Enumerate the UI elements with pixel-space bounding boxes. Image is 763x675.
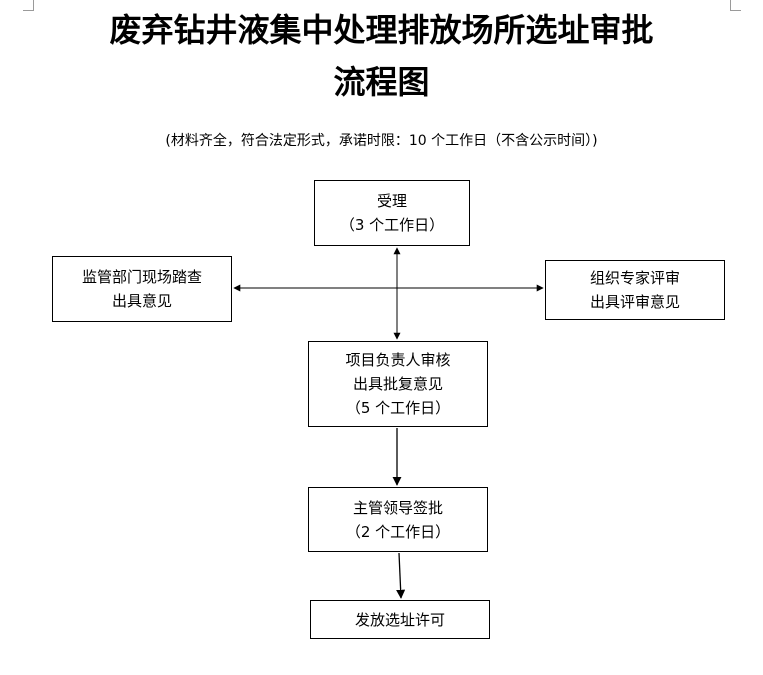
node-expert-review-output: 出具评审意见 [589, 293, 680, 311]
page-corner-mark-right [730, 0, 741, 11]
page-corner-mark-left [23, 0, 34, 11]
node-site-inspection-label: 监管部门现场踏查 [81, 268, 202, 286]
node-issue-permit-label: 发放选址许可 [354, 610, 445, 629]
node-leader-approval-duration: （2 个工作日） [345, 522, 451, 541]
node-project-review: 项目负责人审核 出具批复意见 （5 个工作日） [308, 341, 488, 427]
node-project-review-label: 项目负责人审核 [345, 351, 451, 369]
node-issue-permit: 发放选址许可 [310, 600, 490, 639]
connector-leader-issue [396, 552, 406, 599]
node-expert-review: 组织专家评审 出具评审意见 [545, 260, 725, 320]
node-accept-label: 受理 [376, 192, 407, 210]
diagram-title-line2: 流程图 [333, 63, 430, 101]
node-site-inspection: 监管部门现场踏查 出具意见 [52, 256, 232, 322]
node-accept: 受理 （3 个工作日） [314, 180, 470, 246]
node-leader-approval-label: 主管领导签批 [352, 498, 443, 517]
node-expert-review-label: 组织专家评审 [589, 269, 680, 287]
node-leader-approval: 主管领导签批 （2 个工作日） [308, 487, 488, 552]
node-project-review-duration: （5 个工作日） [345, 399, 451, 417]
node-site-inspection-output: 出具意见 [111, 292, 172, 310]
diagram-subtitle: (材料齐全，符合法定形式，承诺时限：10 个工作日（不含公示时间）) [165, 133, 598, 149]
node-project-review-output: 出具批复意见 [352, 375, 443, 393]
node-accept-duration: （3 个工作日） [339, 216, 445, 234]
diagram-title-line1: 废弃钻井液集中处理排放场所选址审批 [109, 11, 654, 49]
